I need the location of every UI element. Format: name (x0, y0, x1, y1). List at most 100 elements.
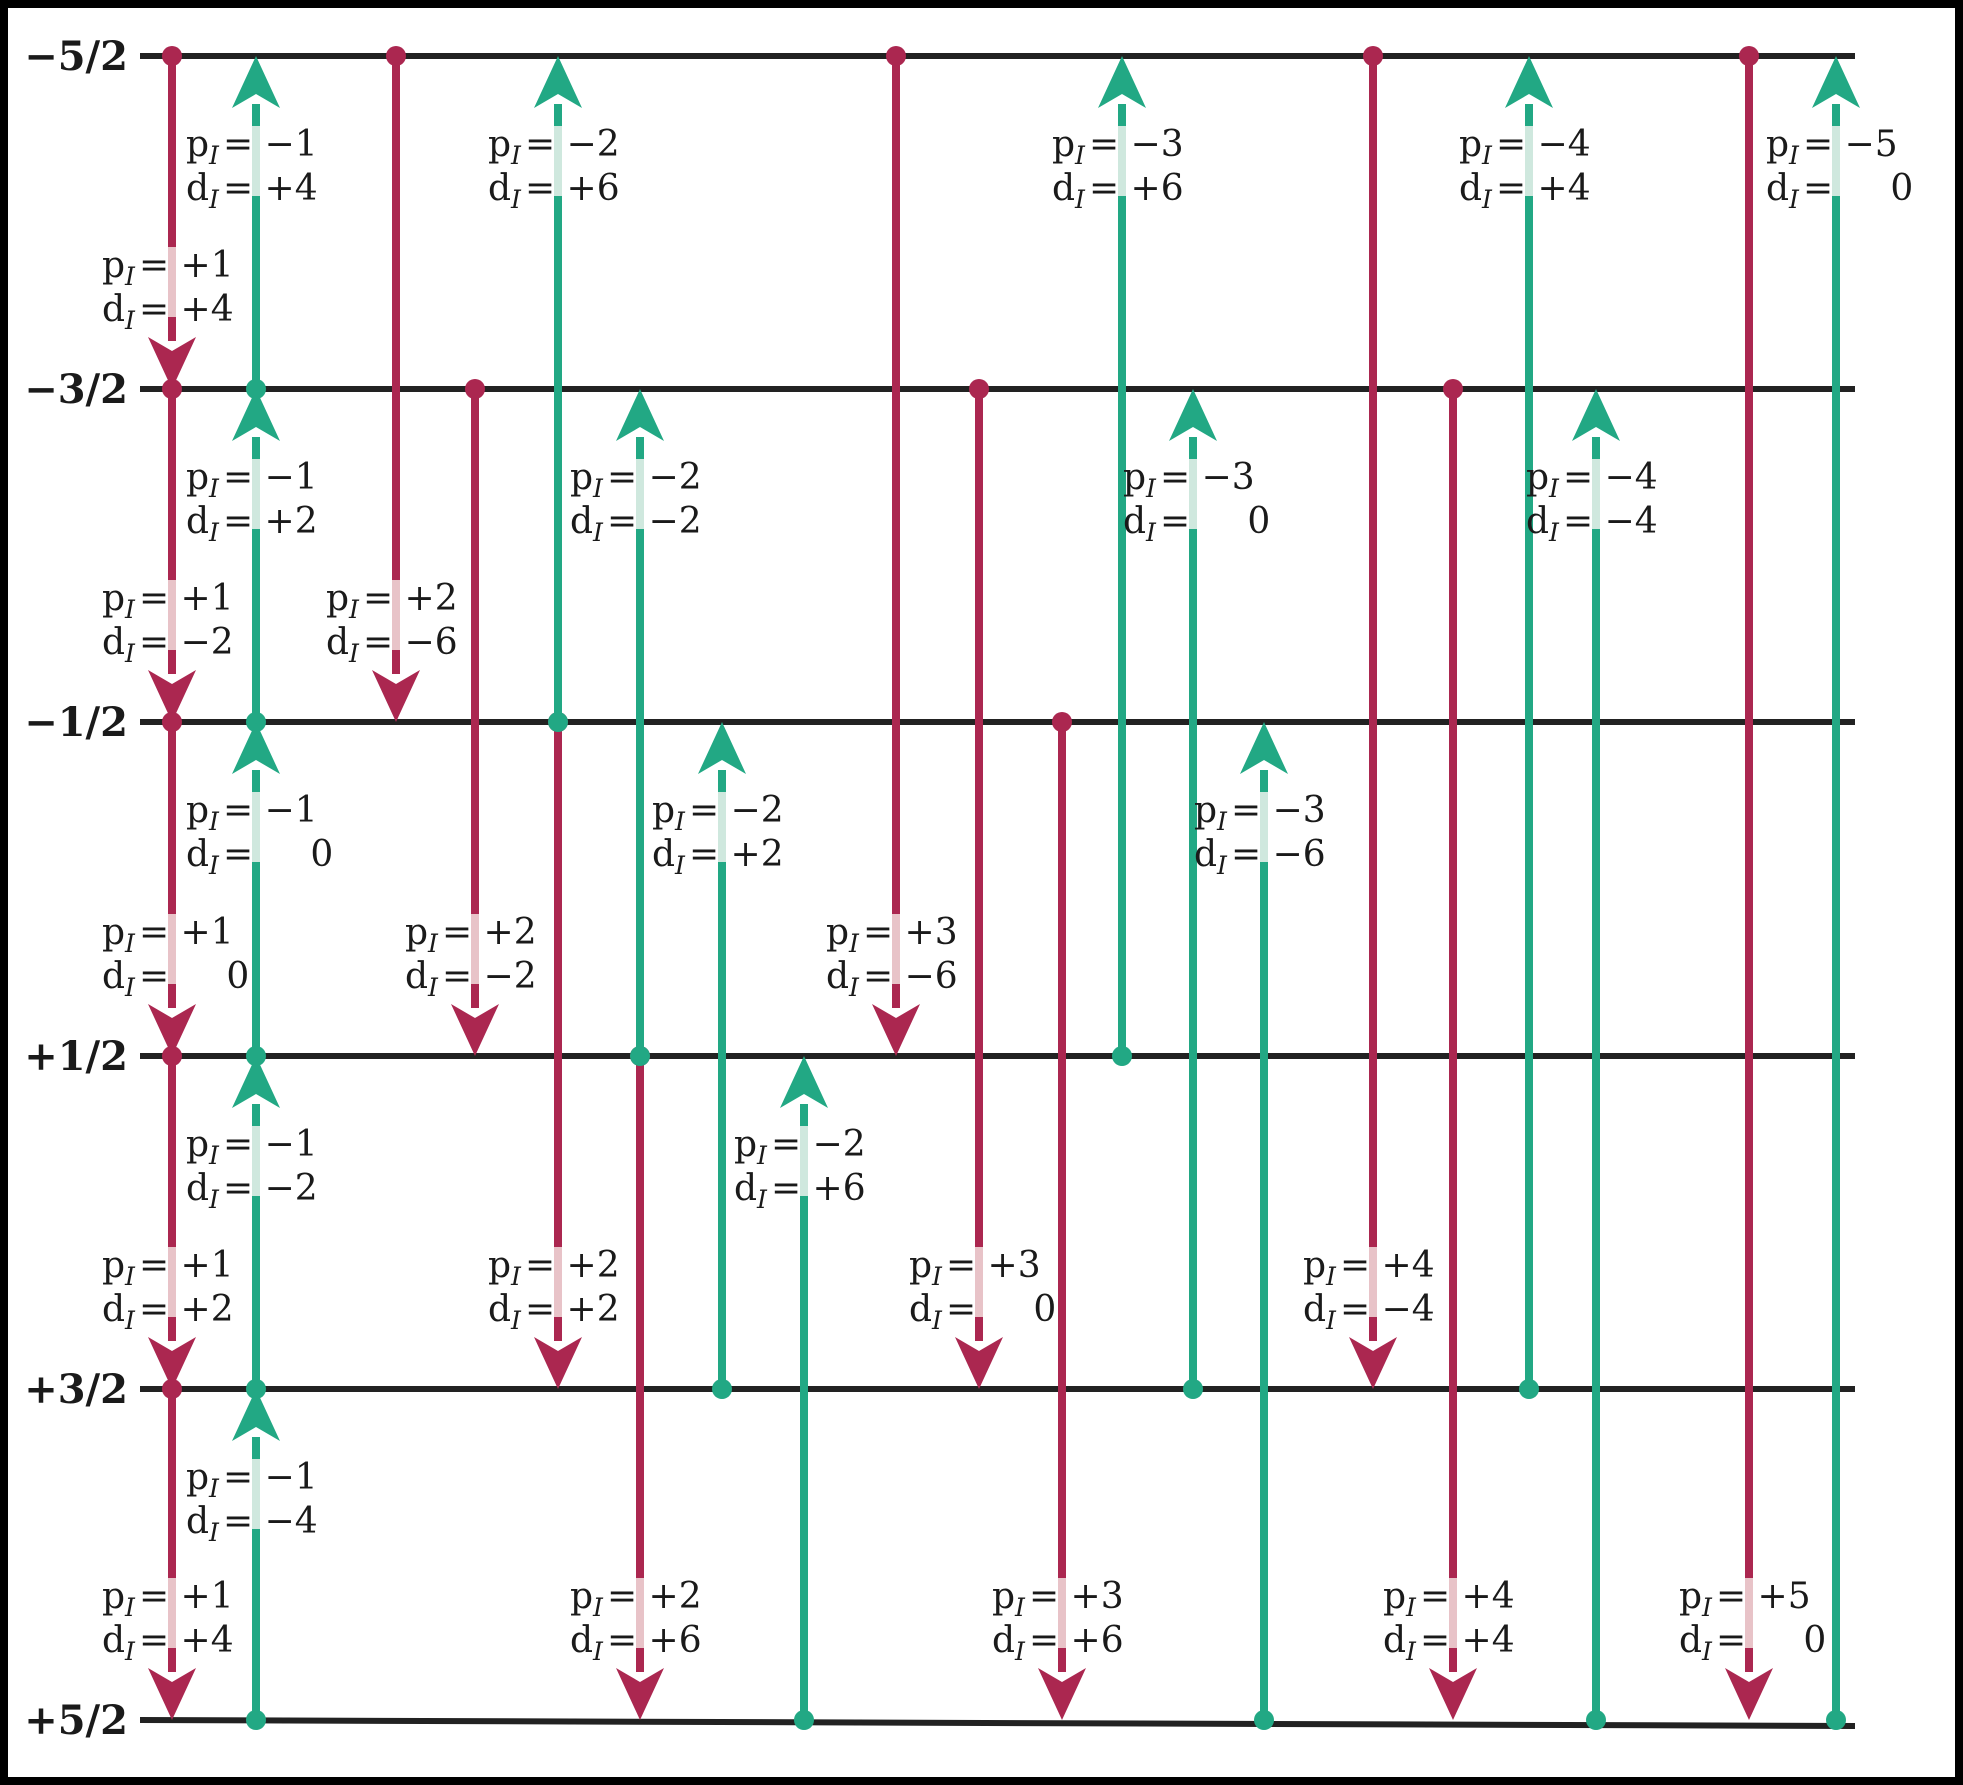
start-dot (1363, 46, 1383, 66)
energy-level-label: −3/2 (24, 366, 128, 413)
label-mask (168, 1578, 176, 1648)
p-value-label: pI= −1 (186, 1457, 318, 1503)
label-mask (168, 580, 176, 650)
transition-arrow-down (1038, 712, 1086, 1720)
label-mask (1118, 126, 1126, 196)
p-value-label: pI= −4 (1459, 124, 1591, 170)
energy-level-label: −1/2 (24, 699, 128, 746)
transition-arrow-up (232, 722, 280, 1066)
transition-label: pI= +2dI= +2 (488, 1245, 620, 1335)
transition-label: pI= −1dI= −4 (186, 1457, 318, 1547)
d-value-label: dI= −2 (186, 1168, 318, 1214)
d-value-label: dI= +2 (652, 834, 784, 880)
label-mask (718, 792, 726, 862)
start-dot (1826, 1710, 1846, 1730)
arrow-head (148, 1668, 196, 1720)
transition-arrow-down (955, 379, 1003, 1389)
transition-arrow-up (1812, 56, 1860, 1730)
transition-arrow-up (232, 56, 280, 399)
label-mask (252, 1126, 260, 1196)
transition-label: pI= −3dI= 0 (1123, 457, 1270, 547)
d-value-label: dI= +6 (570, 1620, 702, 1666)
energy-level-line (139, 1717, 1856, 1729)
transition-label: pI= −4dI= −4 (1526, 457, 1658, 547)
p-value-label: pI= +5 (1679, 1576, 1811, 1622)
transition-label: pI= −4dI= +4 (1459, 124, 1591, 214)
arrow-head (1572, 389, 1620, 441)
p-value-label: pI= +1 (102, 1245, 234, 1291)
transition-label: pI= +1dI= +4 (102, 1576, 234, 1666)
transition-label: pI= −1dI= −2 (186, 1124, 318, 1214)
d-value-label: dI= −2 (102, 622, 234, 668)
arrow-head (955, 1337, 1003, 1389)
d-value-label: dI= −2 (405, 956, 537, 1002)
transition-arrow-up (232, 1056, 280, 1399)
arrow-head (1098, 56, 1146, 108)
d-value-label: dI= −4 (1526, 501, 1658, 547)
arrow-head (1240, 722, 1288, 774)
label-mask (554, 126, 562, 196)
transition-label: pI= +3dI= −6 (826, 912, 958, 1002)
transition-label: pI= +4dI= −4 (1303, 1245, 1435, 1335)
arrow-head (1812, 56, 1860, 108)
d-value-label: dI= 0 (909, 1289, 1056, 1335)
label-mask (1058, 1578, 1066, 1648)
transition-arrow-down (148, 379, 196, 722)
d-value-label: dI= +6 (1052, 168, 1184, 214)
label-mask (168, 247, 176, 317)
start-dot (162, 1046, 182, 1066)
transition-label: pI= +1dI= +2 (102, 1245, 234, 1335)
label-mask (1832, 126, 1840, 196)
transition-arrow-up (1505, 56, 1553, 1399)
d-value-label: dI= −6 (826, 956, 958, 1002)
label-mask (1745, 1578, 1753, 1648)
p-value-label: pI= +2 (570, 1576, 702, 1622)
arrow-head (148, 337, 196, 389)
label-mask (252, 792, 260, 862)
transition-arrow-up (616, 389, 664, 1066)
label-mask (636, 1578, 644, 1648)
transition-arrows (148, 46, 1860, 1730)
label-mask (392, 580, 400, 650)
start-dot (1519, 1379, 1539, 1399)
label-mask (1525, 126, 1533, 196)
d-value-label: dI= +6 (992, 1620, 1124, 1666)
energy-level-label: −5/2 (24, 33, 128, 80)
start-dot (1586, 1710, 1606, 1730)
arrow-head (1169, 389, 1217, 441)
energy-level-label: +3/2 (24, 1366, 128, 1413)
transition-label: pI= −2dI= +2 (652, 790, 784, 880)
transition-arrow-down (148, 712, 196, 1056)
transition-arrow-down (534, 712, 582, 1389)
transition-label: pI= −1dI= +2 (186, 457, 318, 547)
arrow-head (616, 1668, 664, 1720)
label-mask (252, 459, 260, 529)
arrow-head (616, 389, 664, 441)
start-dot (162, 379, 182, 399)
transition-label: pI= +2dI= −2 (405, 912, 537, 1002)
transition-label: pI= −2dI= −2 (570, 457, 702, 547)
p-value-label: pI= +3 (909, 1245, 1041, 1291)
d-value-label: dI= +4 (1459, 168, 1591, 214)
transition-label: pI= −3dI= −6 (1194, 790, 1326, 880)
transition-label: pI= +1dI= 0 (102, 912, 249, 1002)
transition-arrow-down (148, 46, 196, 389)
transition-label: pI= +1dI= +4 (102, 245, 234, 335)
transition-label: pI= +1dI= −2 (102, 578, 234, 668)
start-dot (162, 712, 182, 732)
p-value-label: pI= −3 (1052, 124, 1184, 170)
d-value-label: dI= +4 (102, 289, 234, 335)
start-dot (794, 1710, 814, 1730)
d-value-label: dI= 0 (186, 834, 333, 880)
transition-label: pI= −5dI= 0 (1766, 124, 1913, 214)
p-value-label: pI= +1 (102, 912, 234, 958)
arrow-head (872, 1004, 920, 1056)
transition-label: pI= −1dI= +4 (186, 124, 318, 214)
arrow-head (1349, 1337, 1397, 1389)
transition-arrow-up (1572, 389, 1620, 1730)
p-value-label: pI= −1 (186, 457, 318, 503)
p-value-label: pI= +2 (326, 578, 458, 624)
start-dot (246, 1710, 266, 1730)
label-mask (168, 914, 176, 984)
